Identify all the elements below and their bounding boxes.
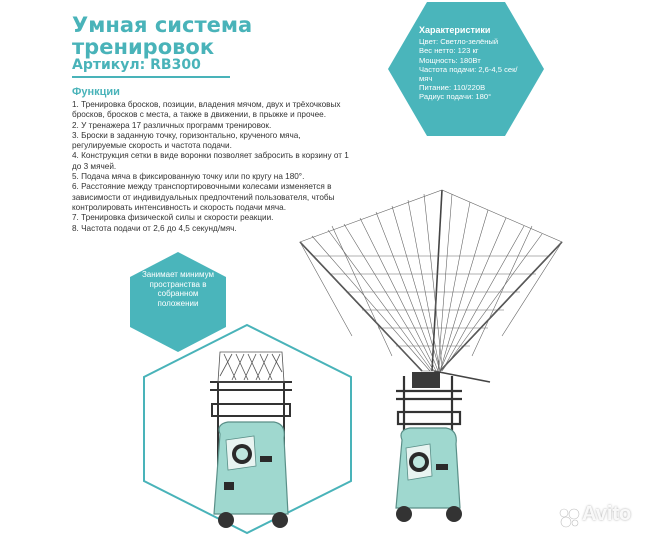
spec-supply: Питание: 110/220В — [419, 83, 486, 93]
compact-note: Занимает минимум пространства в собранно… — [141, 270, 215, 308]
machine-unfolded-image — [299, 189, 563, 522]
title-divider — [72, 76, 230, 78]
function-item: 2. У тренажера 17 различных программ тре… — [72, 120, 272, 130]
avito-logo-icon — [559, 508, 580, 528]
product-title: Умная система тренировок — [72, 13, 253, 59]
function-item: 6. Расстояние между транспортировочными … — [72, 182, 335, 212]
specs-heading: Характеристики — [419, 25, 491, 35]
function-item: 8. Частота подачи от 2,6 до 4,5 секунд/м… — [72, 223, 237, 233]
function-item: 1. Тренировка бросков, позиции, владения… — [72, 100, 341, 120]
spec-color: Цвет: Светло-зелёный — [419, 37, 499, 47]
functions-heading: Функции — [72, 86, 120, 98]
specs-block: Характеристики Цвет: Светло-зелёный Вес … — [419, 25, 529, 102]
functions-list: 1. Тренировка бросков, позиции, владения… — [72, 100, 357, 234]
function-item: 3. Броски в заданную точку, горизонтальн… — [72, 130, 301, 151]
function-item: 5. Подача мяча в фиксированную точку или… — [72, 172, 305, 182]
spec-power: Мощность: 180Вт — [419, 55, 481, 65]
function-item: 7. Тренировка физической силы и скорости… — [72, 213, 274, 223]
spec-frequency: Частота подачи: 2,6-4,5 сек/мяч — [419, 64, 518, 84]
spec-radius: Радиус подачи: 180° — [419, 92, 492, 102]
specs-hexagon — [388, 2, 544, 136]
article-number: Артикул: RB300 — [72, 57, 201, 73]
machine-hexagon-outline — [143, 323, 352, 535]
machine-folded-image — [210, 351, 292, 528]
avito-watermark: Avito — [582, 503, 632, 525]
function-item: 4. Конструкция сетки в виде воронки позв… — [72, 151, 349, 171]
spec-weight: Вес нетто: 123 кг — [419, 46, 479, 56]
